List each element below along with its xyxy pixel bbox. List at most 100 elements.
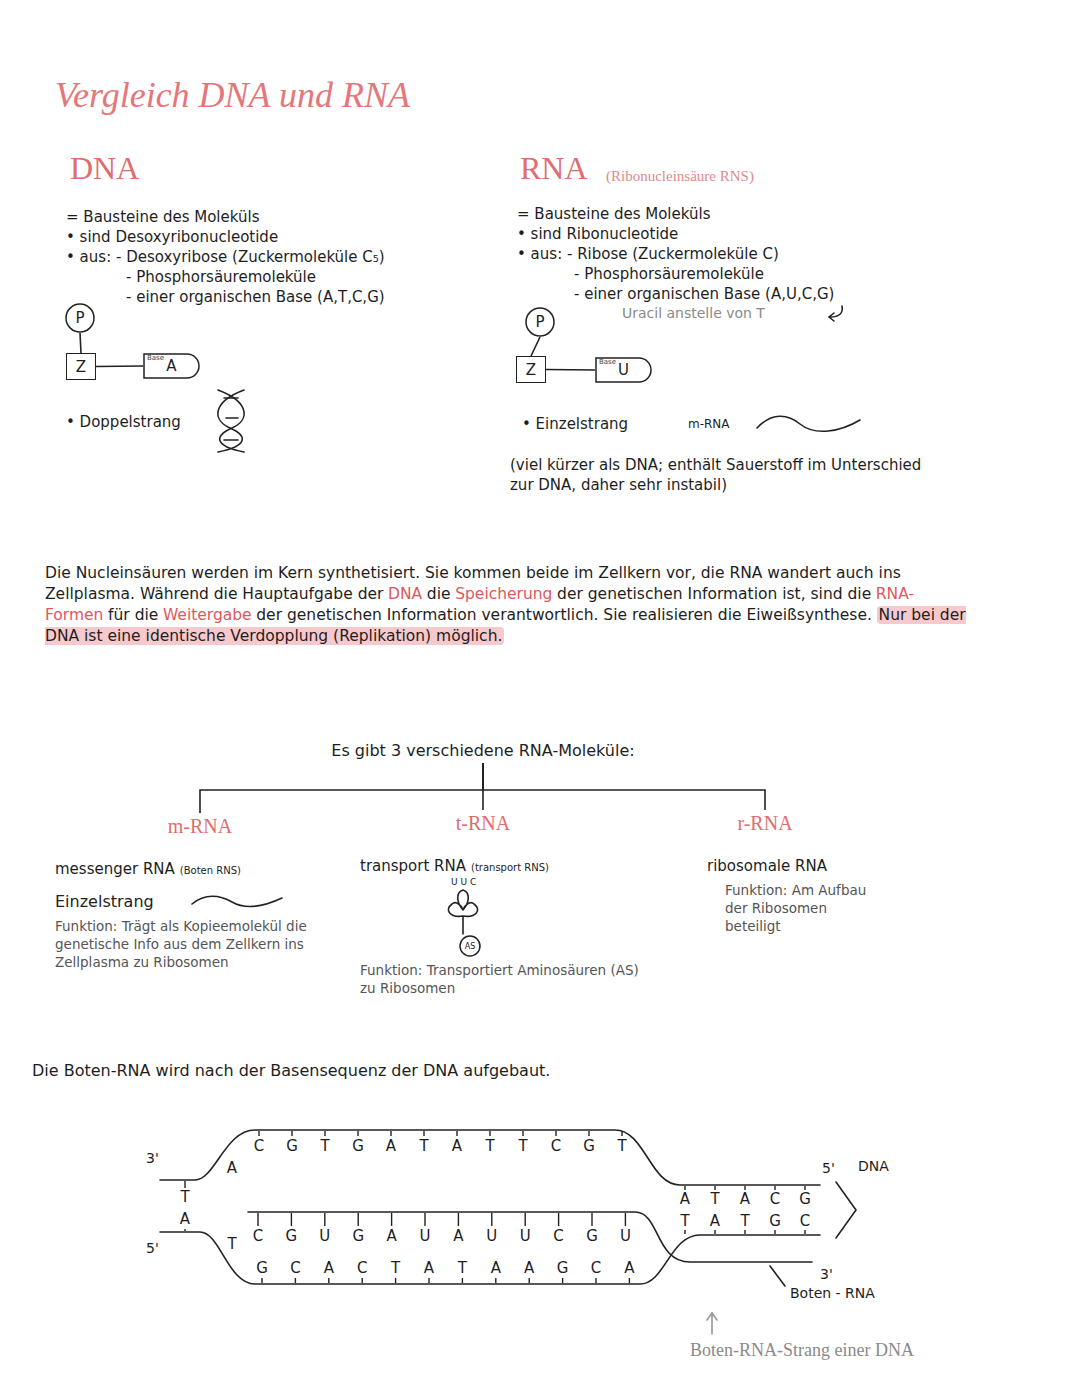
base-letter: C <box>770 1191 780 1208</box>
base-tick <box>184 1181 185 1188</box>
note-text: • aus: - Desoxyribose (Zuckermoleküle C₅… <box>66 248 385 266</box>
base-letter: T <box>320 1138 329 1155</box>
strand-squiggle <box>192 896 282 906</box>
paragraph: Die Nucleinsäuren werden im Kern synthet… <box>45 563 980 647</box>
base-letter: A <box>386 1228 396 1245</box>
note-text: 3' <box>820 1266 833 1282</box>
node-text: Funktion: Trägt als Kopieemolekül die ge… <box>55 917 310 971</box>
base-letter: T <box>710 1191 719 1208</box>
base-letter: C <box>290 1260 300 1277</box>
sugar-box: Z <box>66 353 96 380</box>
base-letter: A <box>680 1191 690 1208</box>
dna-strand <box>160 1130 820 1185</box>
note-text: • Doppelstrang <box>66 413 181 431</box>
base-letter: T <box>518 1138 527 1155</box>
base-tick <box>625 1213 626 1226</box>
base-letter: A <box>710 1213 720 1230</box>
base-tick <box>324 1131 325 1136</box>
base-tick <box>395 1278 396 1283</box>
base-letter: C <box>800 1213 810 1230</box>
paragraph-text: für die <box>108 606 158 624</box>
base-tick <box>562 1278 563 1283</box>
base-tick <box>621 1131 622 1136</box>
node-text: Es gibt 3 verschiedene RNA-Moleküle: <box>331 741 634 760</box>
node-text: transport RNA <box>338 857 466 875</box>
base-tick <box>458 1213 459 1226</box>
base-letter: A <box>452 1138 462 1155</box>
paragraph-text: DNA <box>388 585 422 603</box>
note-text: (Ribonucleinsäure RNS) <box>606 168 754 185</box>
base-letter: G <box>586 1228 598 1245</box>
base-letter: T <box>458 1260 467 1277</box>
base-letter: C <box>591 1260 601 1277</box>
note-text: - Phosphorsäuremoleküle <box>126 268 316 286</box>
note-text: U U C <box>451 877 476 887</box>
base-letter: A <box>386 1138 396 1155</box>
note-text: m-RNA <box>688 417 730 431</box>
phosphate-circle: P <box>525 307 555 337</box>
base-outline <box>144 354 199 378</box>
base-tick <box>744 1186 745 1190</box>
circle-outline <box>460 936 480 956</box>
helix-strand <box>218 390 244 452</box>
base-tick <box>744 1230 745 1234</box>
base-letter: G <box>286 1228 298 1245</box>
base-letter: C <box>553 1228 563 1245</box>
note-text: Die Boten-RNA wird nach der Basensequenz… <box>32 1061 550 1080</box>
bent-arrow <box>829 306 842 321</box>
base-tick <box>424 1213 425 1226</box>
base-tick <box>184 1229 185 1231</box>
base-tick <box>362 1278 363 1283</box>
mrna-strand <box>248 1212 812 1262</box>
base-letter: A <box>453 1228 463 1245</box>
circle-outline <box>526 308 554 336</box>
base-tick <box>390 1131 391 1136</box>
paragraph-text: der genetischen Information ist, sind di… <box>557 585 871 603</box>
note-text: 5' <box>822 1160 835 1176</box>
note-text: • Einzelstrang <box>522 415 628 433</box>
base-tick <box>591 1213 592 1226</box>
node-text: r-RNA <box>645 812 885 835</box>
base-letter: A <box>324 1260 334 1277</box>
base-letter: C <box>551 1138 561 1155</box>
base-letter: T <box>180 1189 189 1206</box>
base-letter: A <box>624 1260 634 1277</box>
node-text: m-RNA <box>55 815 345 838</box>
note-text: • sind Desoxyribonucleotide <box>66 228 278 246</box>
base-outline <box>596 358 651 382</box>
node-text: Funktion: Am Aufbau der Ribosomen beteil… <box>645 881 885 935</box>
connector-line <box>531 337 540 356</box>
base-letter: A <box>740 1191 750 1208</box>
base-letter: G <box>557 1260 569 1277</box>
helix-strand <box>218 390 244 452</box>
pointer-arrow <box>707 1313 717 1334</box>
note-text: Boten-RNA-Strang einer DNA <box>690 1340 914 1361</box>
base-tick <box>714 1230 715 1234</box>
base-letter: G <box>769 1213 781 1230</box>
base-letter: A <box>227 1160 237 1177</box>
helix-rung <box>224 398 238 440</box>
base-letter: T <box>680 1213 689 1230</box>
base-tick <box>258 1131 259 1136</box>
trna-symbol <box>448 890 477 934</box>
base-letter: A <box>180 1211 190 1228</box>
node-text: A <box>166 357 176 375</box>
note-text: DNA <box>858 1158 889 1174</box>
amino-acid-circle: AS <box>459 935 481 957</box>
note-text: • sind Ribonucleotide <box>517 225 678 243</box>
node-text: ribosomale RNA <box>645 857 885 875</box>
connector-line <box>96 365 143 367</box>
base-tick <box>456 1131 457 1136</box>
base-tick <box>774 1186 775 1190</box>
note-text: - einer organischen Base (A,T,C,G) <box>126 288 385 306</box>
base-tick <box>555 1131 556 1136</box>
sugar-box: Z <box>516 356 546 383</box>
note-text: (viel kürzer als DNA; enthält Sauerstoff… <box>510 455 930 495</box>
base-tick <box>462 1278 463 1283</box>
base-tick <box>291 1213 292 1226</box>
base-tick <box>804 1186 805 1190</box>
base-shape: BaseA <box>143 353 200 379</box>
base-letter: G <box>352 1228 364 1245</box>
base-tick <box>261 1278 262 1283</box>
